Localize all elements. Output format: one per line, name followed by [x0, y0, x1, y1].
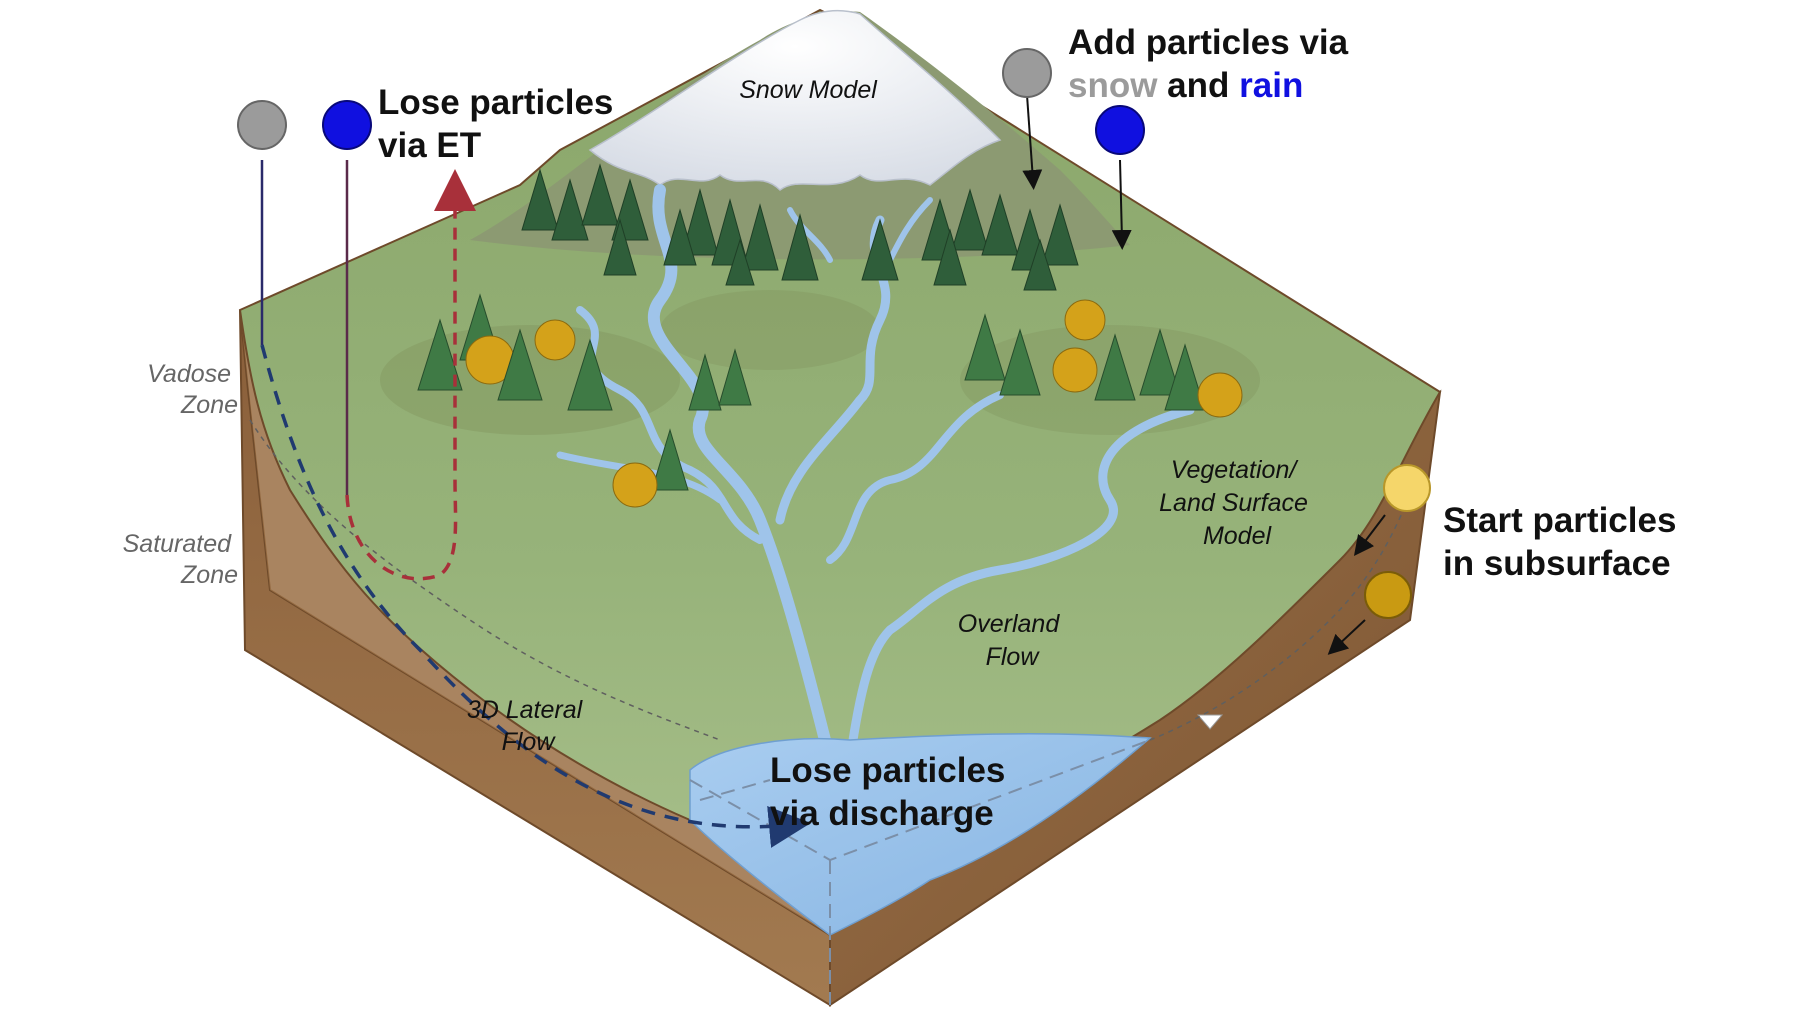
soil-left-wall	[240, 310, 830, 935]
subsurface-arrow-1	[1353, 514, 1386, 556]
mixed-trees	[417, 293, 1243, 508]
lateral-flow-label: 3D Lateral Flow	[467, 696, 589, 756]
snow-particle-left	[237, 100, 287, 150]
lose-et-callout: Lose particles via ET	[378, 83, 623, 165]
shade-patch	[660, 290, 880, 370]
rain-word: rain	[1239, 66, 1303, 105]
snow-particle-right	[1002, 48, 1052, 98]
water-table-marker	[1196, 714, 1224, 730]
lose-discharge-callout: Lose particles via discharge	[770, 751, 1015, 833]
snow-model-label: Snow Model	[739, 76, 878, 104]
and-word: and	[1157, 66, 1239, 105]
vadose-zone-label: Vadose Zone	[147, 360, 238, 419]
subsurface-particle-light	[1383, 464, 1431, 512]
subsurface-particle-dark	[1364, 571, 1412, 619]
water-table-dashes-right	[1149, 469, 1421, 741]
rain-particle-left	[322, 100, 372, 150]
vegetation-model-label: Vegetation/ Land Surface Model	[1159, 456, 1315, 550]
snow-arrow-right	[1022, 94, 1043, 190]
overland-flow-label: Overland Flow	[958, 610, 1066, 671]
rain-particle-right	[1095, 105, 1145, 155]
add-particles-line2: snow and rain	[1068, 66, 1303, 105]
saturated-zone-label: Saturated Zone	[123, 530, 238, 589]
subsurface-arrow-2	[1327, 619, 1366, 655]
start-subsurface-callout: Start particles in subsurface	[1443, 501, 1686, 583]
add-particles-callout: Add particles via	[1068, 23, 1349, 62]
et-path	[345, 169, 476, 581]
conifer-cluster-left	[521, 163, 1079, 291]
forest	[417, 163, 1243, 508]
water-table-dashes	[249, 419, 721, 741]
rain-arrow-right	[1111, 159, 1132, 250]
river-network	[556, 184, 1195, 766]
snow-word: snow	[1068, 66, 1158, 105]
snow-cap	[588, 9, 1002, 191]
grid-dashes	[689, 739, 1151, 1005]
